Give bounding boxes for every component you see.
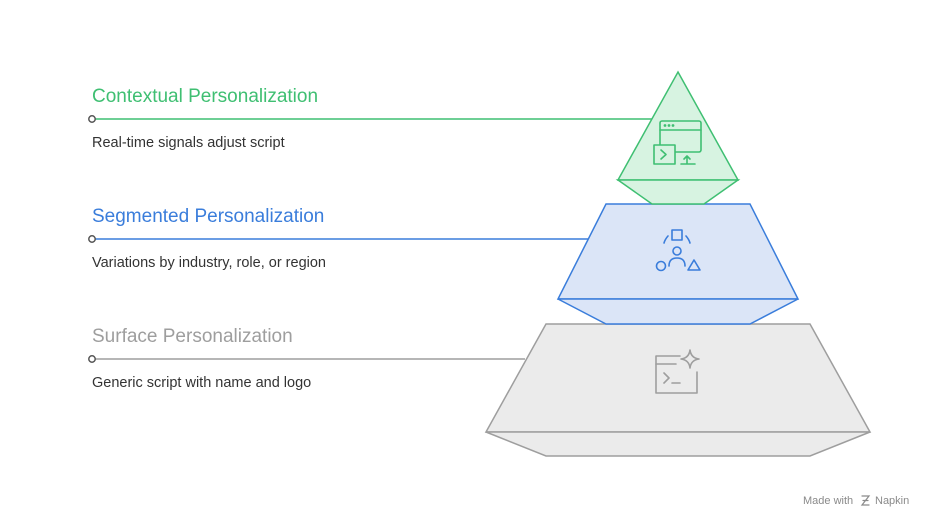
level-description-segmented: Variations by industry, role, or region (92, 255, 326, 271)
napkin-logo-icon (860, 495, 871, 506)
level-title-contextual: Contextual Personalization (92, 86, 318, 107)
terminal-sparkle-icon (655, 349, 700, 394)
level-description-contextual: Real-time signals adjust script (92, 135, 285, 151)
connector-dot-surface (88, 355, 96, 363)
napkin-brand-label: Napkin (875, 495, 909, 507)
level-title-surface: Surface Personalization (92, 326, 293, 347)
connector-dot-segmented (88, 235, 96, 243)
made-with-label: Made with (803, 495, 853, 507)
connector-dot-contextual (88, 115, 96, 123)
level-surface: Surface Personalization Generic script w… (88, 323, 872, 457)
level-description-surface: Generic script with name and logo (92, 375, 311, 391)
pyramid-base-surface (485, 431, 871, 457)
level-title-segmented: Segmented Personalization (92, 206, 324, 227)
user-shapes-segments-icon (655, 229, 701, 272)
pyramid-base-contextual (615, 179, 741, 205)
pyramid-block-segmented (556, 203, 800, 300)
pyramid-block-surface (484, 323, 872, 433)
made-with-napkin-footer: Made with Napkin (803, 495, 909, 507)
level-segmented: Segmented Personalization Variations by … (88, 203, 800, 325)
terminal-window-refresh-icon (653, 120, 702, 165)
level-contextual: Contextual Personalization Real-time sig… (88, 70, 741, 205)
pyramid-base-segmented (557, 298, 799, 325)
pyramid-block-contextual (616, 70, 740, 181)
